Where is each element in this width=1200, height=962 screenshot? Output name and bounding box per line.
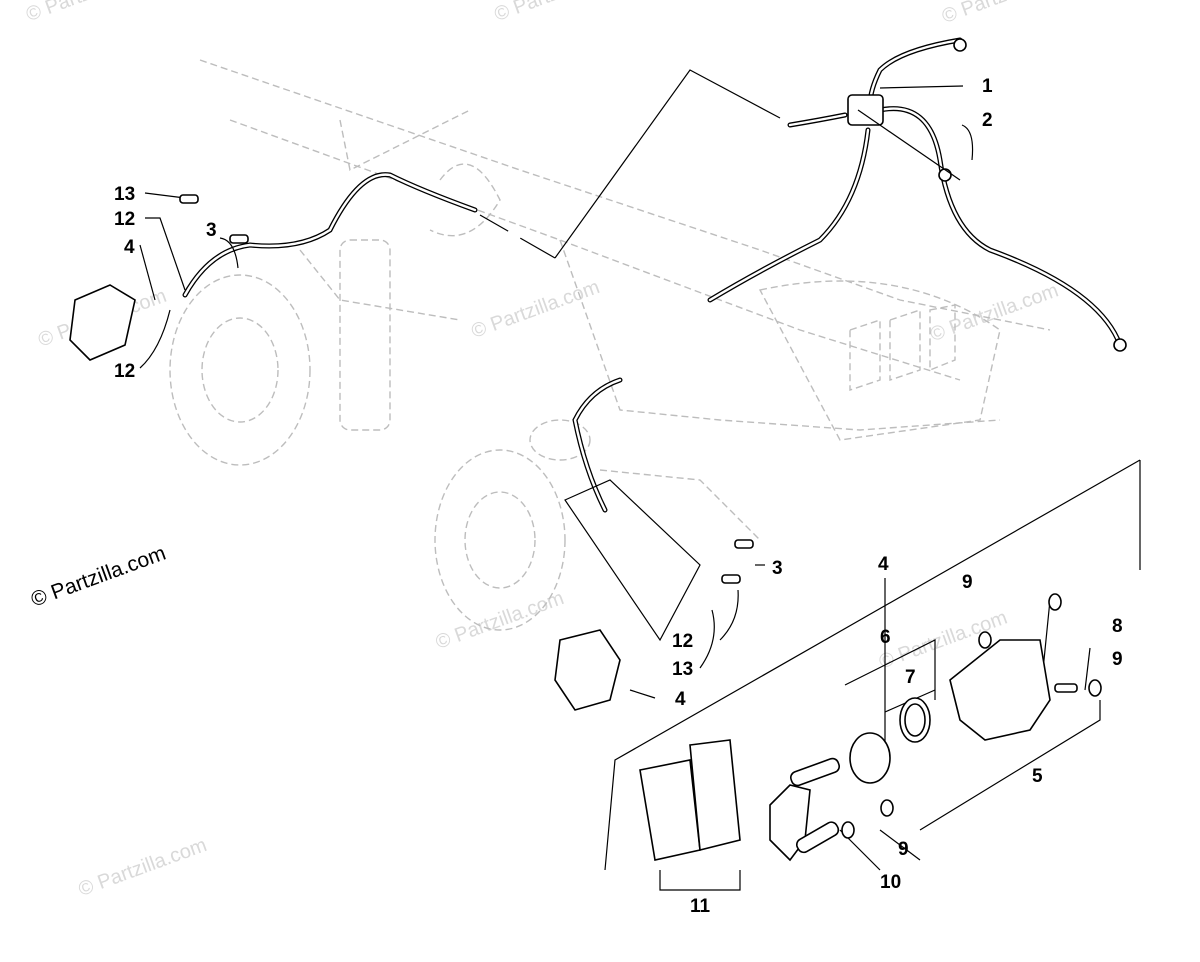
callout-label: 13	[114, 184, 135, 205]
washer-icon	[841, 821, 855, 839]
callout-label: 2	[982, 110, 993, 131]
chassis-ghost	[169, 59, 1051, 631]
callout-label: 3	[772, 558, 783, 579]
callout-labels: 1 2 3 3 4 4 4 5 6 7 8 9 9 9 10 11 12 12 …	[114, 76, 1123, 917]
callout-label: 12	[114, 209, 135, 230]
callout-label: 5	[1032, 766, 1043, 787]
caliper-assemblies	[69, 194, 754, 711]
callout-label: 3	[206, 220, 217, 241]
bolt-icon	[229, 234, 249, 244]
watermark: © Partzilla.com	[23, 0, 157, 26]
callout-label: 6	[880, 627, 891, 648]
banjo-fitting-icon	[1113, 338, 1127, 352]
watermark: © Partzilla.com	[76, 834, 210, 901]
banjo-fitting-icon	[953, 38, 967, 52]
callout-label: 9	[962, 572, 973, 593]
bolt-icon	[721, 574, 741, 584]
callout-label: 7	[905, 667, 916, 688]
washer-icon	[880, 799, 894, 817]
brake-hose-connector	[847, 38, 1127, 352]
callout-label: 8	[1112, 616, 1123, 637]
callout-label: 12	[672, 631, 693, 652]
watermark: © Partzilla.com	[927, 279, 1061, 346]
caliper-body	[949, 639, 1051, 741]
callout-label: 9	[898, 839, 909, 860]
callout-label: 9	[1112, 649, 1123, 670]
caliper-exploded-view	[604, 459, 1141, 891]
washer-icon	[1088, 679, 1102, 697]
watermark: © Partzilla.com	[468, 276, 602, 343]
left-caliper	[69, 284, 136, 361]
bleeder-pin	[1054, 683, 1078, 693]
bolt-icon	[734, 539, 754, 549]
watermark: © Partzilla.com	[433, 587, 567, 654]
right-caliper	[554, 629, 621, 711]
callout-label: 13	[672, 659, 693, 680]
callout-label: 4	[675, 689, 686, 710]
bolt-icon	[938, 168, 952, 182]
watermark: © Partzilla.com	[939, 0, 1073, 28]
callout-label: 1	[982, 76, 993, 97]
callout-label: 4	[878, 554, 889, 575]
leader-lines	[139, 69, 974, 699]
caliper-piston	[849, 732, 891, 784]
bolt-icon	[179, 194, 199, 204]
watermark: © Partzilla.com	[491, 0, 625, 26]
callout-label: 4	[124, 237, 135, 258]
brake-pad	[689, 739, 741, 852]
washer-icon	[1048, 593, 1062, 611]
callout-label: 12	[114, 361, 135, 382]
washer-icon	[978, 631, 992, 649]
callout-label: 10	[880, 872, 901, 893]
brake-hose	[182, 37, 1123, 513]
callout-label: 11	[690, 896, 711, 917]
brake-pad	[639, 759, 701, 861]
